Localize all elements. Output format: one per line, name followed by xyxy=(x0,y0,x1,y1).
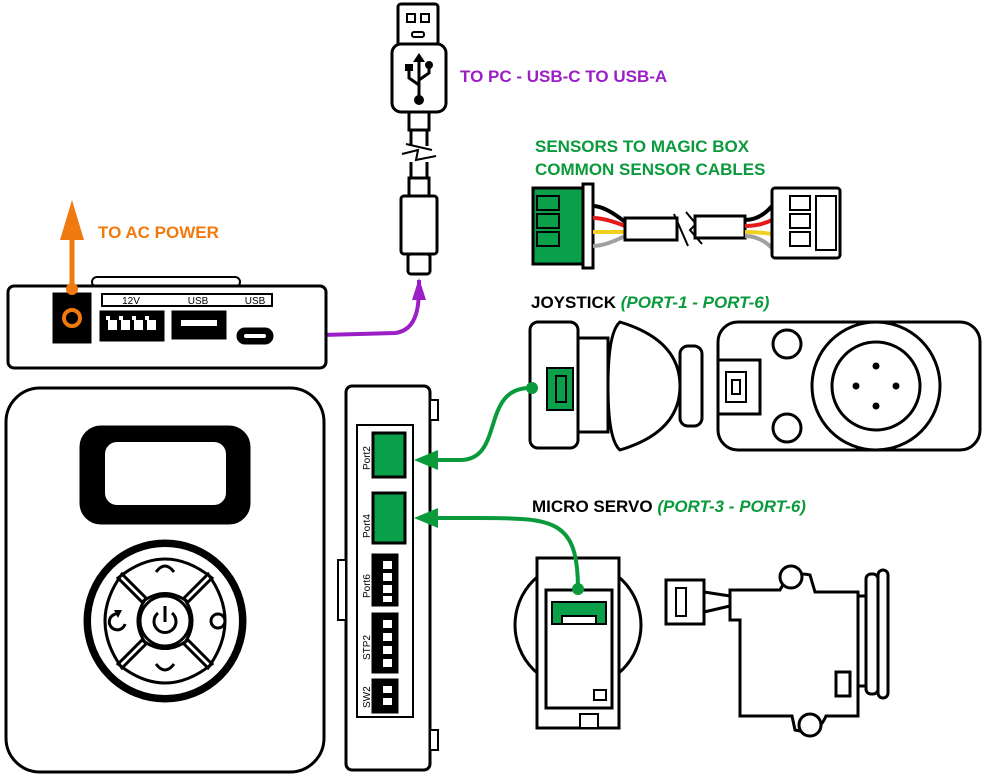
port-usb-a-label: USB xyxy=(188,296,209,307)
port2-label: Port2 xyxy=(362,446,373,470)
magic-box-side xyxy=(337,384,439,772)
servo-label: MICRO SERVO (PORT-3 - PORT-6) xyxy=(532,498,806,515)
servo-ports: (PORT-3 - PORT-6) xyxy=(657,497,806,516)
port6-label: Port6 xyxy=(362,574,373,598)
servo-title: MICRO SERVO xyxy=(532,497,653,516)
magic-box-front xyxy=(4,386,326,774)
chevron-down-icon xyxy=(154,663,176,672)
joystick-side xyxy=(528,320,704,452)
joystick-label: JOYSTICK (PORT-1 - PORT-6) xyxy=(531,294,769,311)
pc-label: TO PC - USB-C TO USB-A xyxy=(460,67,668,86)
sw2-label: SW2 xyxy=(362,686,373,708)
stp2-label: STP2 xyxy=(362,635,373,660)
joystick-front xyxy=(716,320,982,452)
undo-icon xyxy=(107,610,127,632)
servo-front xyxy=(664,564,890,738)
joystick-ports: (PORT-1 - PORT-6) xyxy=(620,293,770,312)
hub-device xyxy=(6,276,328,370)
ac-power-label: TO AC POWER xyxy=(98,223,219,242)
chevron-up-icon xyxy=(154,564,176,573)
port4-label: Port4 xyxy=(362,514,373,538)
usb-a-plug-icon xyxy=(390,2,448,276)
arrow-up-icon xyxy=(60,200,84,295)
port-12v-label: 12V xyxy=(122,296,140,307)
circle-icon xyxy=(209,612,227,630)
sensors-label-line2: COMMON SENSOR CABLES xyxy=(535,160,766,179)
power-icon xyxy=(152,606,178,634)
sensors-label-line1: SENSORS TO MAGIC BOX xyxy=(535,137,750,156)
port-usb-c-label: USB xyxy=(245,296,266,307)
sensor-cable xyxy=(531,182,842,270)
joystick-title: JOYSTICK xyxy=(531,293,617,312)
